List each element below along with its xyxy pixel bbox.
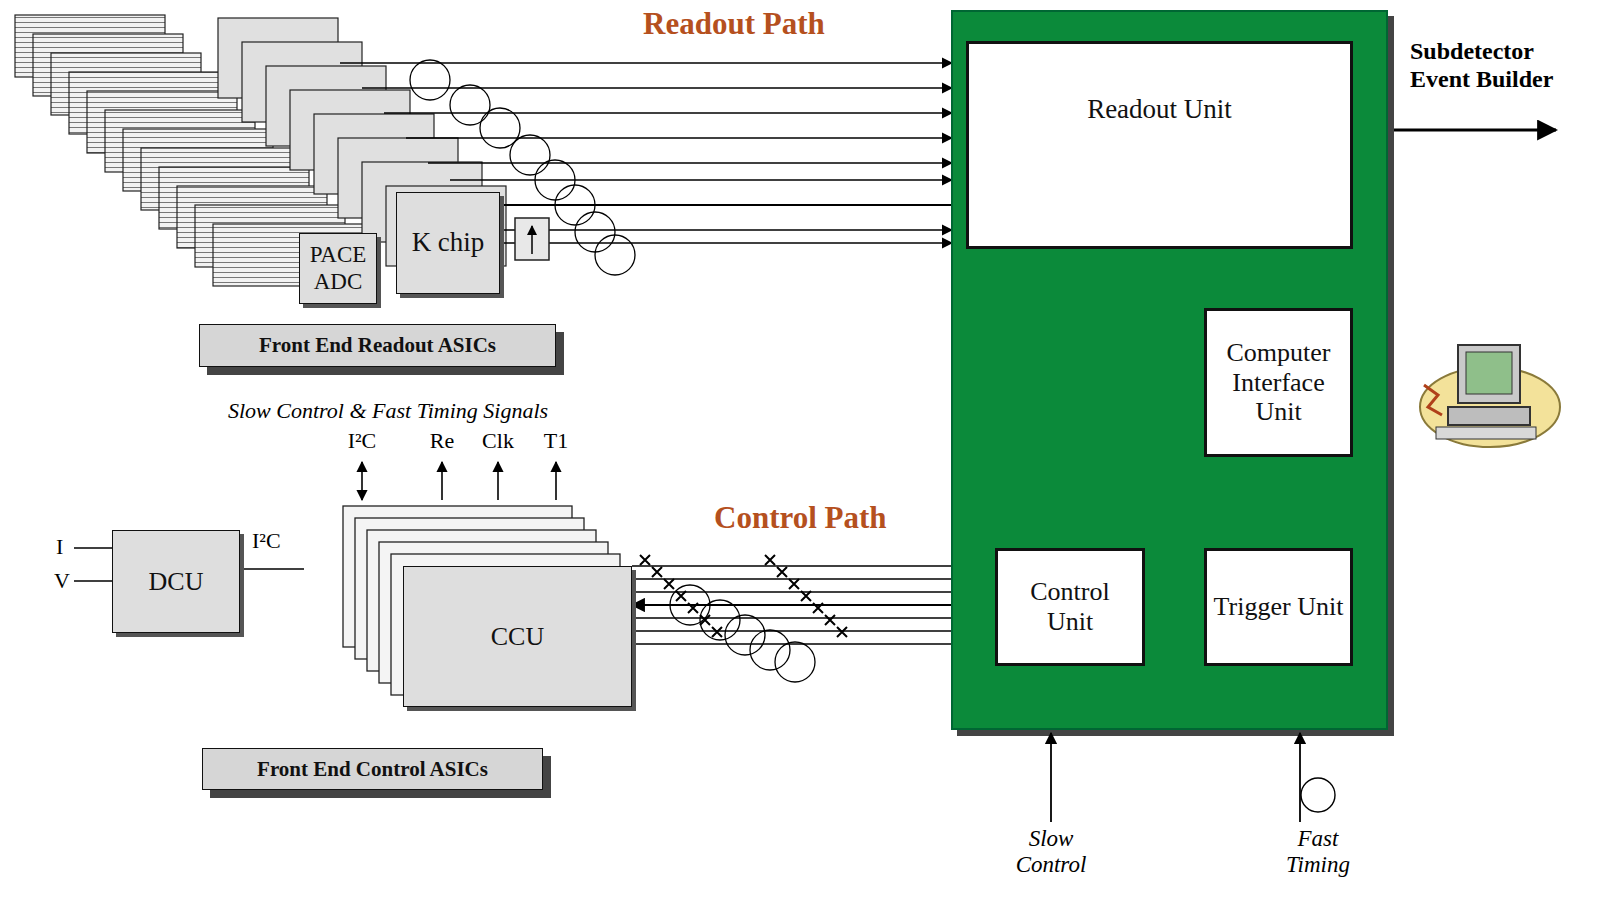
- signal-wire: [441, 462, 443, 500]
- unit-box: PACE ADC: [299, 233, 377, 304]
- fiber-coil: [575, 212, 615, 252]
- direction-mark: [652, 567, 662, 577]
- converter-arrow: [531, 226, 533, 254]
- signal-wire: [361, 462, 363, 500]
- label-band: Front End Control ASICs: [202, 748, 543, 790]
- node-label: Front End Readout ASICs: [259, 333, 496, 357]
- fiber-coil: [725, 615, 765, 655]
- direction-mark: [801, 591, 811, 601]
- direction-mark: [789, 579, 799, 589]
- node-label: Trigger Unit: [1214, 592, 1344, 622]
- readout-fiber: [450, 179, 952, 181]
- connector: [632, 604, 995, 606]
- node-label: PACE ADC: [306, 242, 370, 295]
- direction-mark: [837, 627, 847, 637]
- computer-base: [1448, 407, 1530, 425]
- unit-box: Control Unit: [995, 548, 1145, 666]
- control-fiber: [632, 617, 951, 619]
- node-label: CCU: [491, 622, 544, 652]
- node-label: Control Unit: [1004, 577, 1136, 637]
- unit-box: DCU: [112, 530, 240, 633]
- label-band: Front End Readout ASICs: [199, 324, 556, 367]
- fiber-coil: [1301, 778, 1335, 812]
- control-fiber: [632, 591, 951, 593]
- converter-box: [515, 218, 549, 260]
- node-label: Readout Unit: [1087, 94, 1232, 125]
- fiber-coil: [595, 235, 635, 275]
- connector: [500, 204, 966, 206]
- unit-box: CCU: [403, 566, 632, 707]
- node-label: Front End Control ASICs: [257, 757, 488, 781]
- unit-box: Trigger Unit: [1204, 548, 1353, 666]
- readout-fiber: [384, 112, 952, 114]
- direction-mark: [712, 627, 722, 637]
- direction-mark: [777, 567, 787, 577]
- screen: [1466, 352, 1512, 394]
- control-fiber: [632, 565, 951, 567]
- annotation-label: Slow Control & Fast Timing Signals: [228, 398, 548, 423]
- node-label: K chip: [412, 227, 485, 258]
- unit-box: Readout Unit: [966, 41, 1353, 249]
- annotation-label: V: [54, 568, 70, 593]
- fiber-coil: [510, 135, 550, 175]
- fiber-coil: [700, 600, 740, 640]
- readout-fiber: [362, 87, 952, 89]
- computer-icon: [1420, 345, 1560, 447]
- annotation-label: Re: [430, 428, 454, 453]
- annotation-label: Subdetector Event Builder: [1410, 38, 1595, 93]
- dcu-input: [74, 580, 112, 582]
- annotation-label: Readout Path: [643, 6, 825, 42]
- signal-wire: [497, 462, 499, 500]
- annotation-label: Control Path: [714, 500, 887, 536]
- control-fiber: [632, 578, 951, 580]
- readout-fiber: [428, 162, 952, 164]
- annotation-label: Slow Control: [1001, 826, 1101, 879]
- readout-fiber: [494, 242, 952, 244]
- readout-board: Readout UnitComputer Interface UnitContr…: [951, 10, 1388, 730]
- control-fiber: [632, 630, 951, 632]
- signal-wire: [555, 462, 557, 500]
- fiber-coil: [750, 630, 790, 670]
- output-arrow: [1394, 129, 1556, 132]
- annotation-label: Fast Timing: [1273, 826, 1363, 879]
- keyboard: [1436, 427, 1536, 439]
- fiber-coil: [535, 160, 575, 200]
- fiber-coil: [450, 85, 490, 125]
- fiber-coil: [410, 60, 450, 100]
- node-label: DCU: [149, 567, 204, 597]
- fast-timing-arrow: [1299, 733, 1301, 822]
- direction-mark: [825, 615, 835, 625]
- readout-fiber: [406, 137, 952, 139]
- control-fiber: [632, 643, 951, 645]
- direction-mark: [640, 555, 650, 565]
- node-label: Computer Interface Unit: [1213, 338, 1344, 428]
- direction-mark: [765, 555, 775, 565]
- fiber-coil: [775, 642, 815, 682]
- dcu-output: [240, 568, 304, 570]
- dcu-input: [74, 547, 112, 549]
- slow-control-arrow: [1050, 733, 1052, 822]
- readout-fiber: [340, 62, 952, 64]
- monitor: [1458, 345, 1520, 403]
- annotation-label: T1: [544, 428, 568, 453]
- direction-mark: [700, 615, 710, 625]
- unit-box: K chip: [396, 192, 500, 294]
- annotation-label: Clk: [482, 428, 514, 453]
- cable: [1424, 385, 1442, 415]
- direction-mark: [676, 591, 686, 601]
- annotation-label: I²C: [348, 428, 377, 453]
- annotation-label: I: [56, 534, 63, 559]
- unit-box: Computer Interface Unit: [1204, 308, 1353, 457]
- direction-mark: [664, 579, 674, 589]
- annotation-label: I²C: [252, 528, 281, 553]
